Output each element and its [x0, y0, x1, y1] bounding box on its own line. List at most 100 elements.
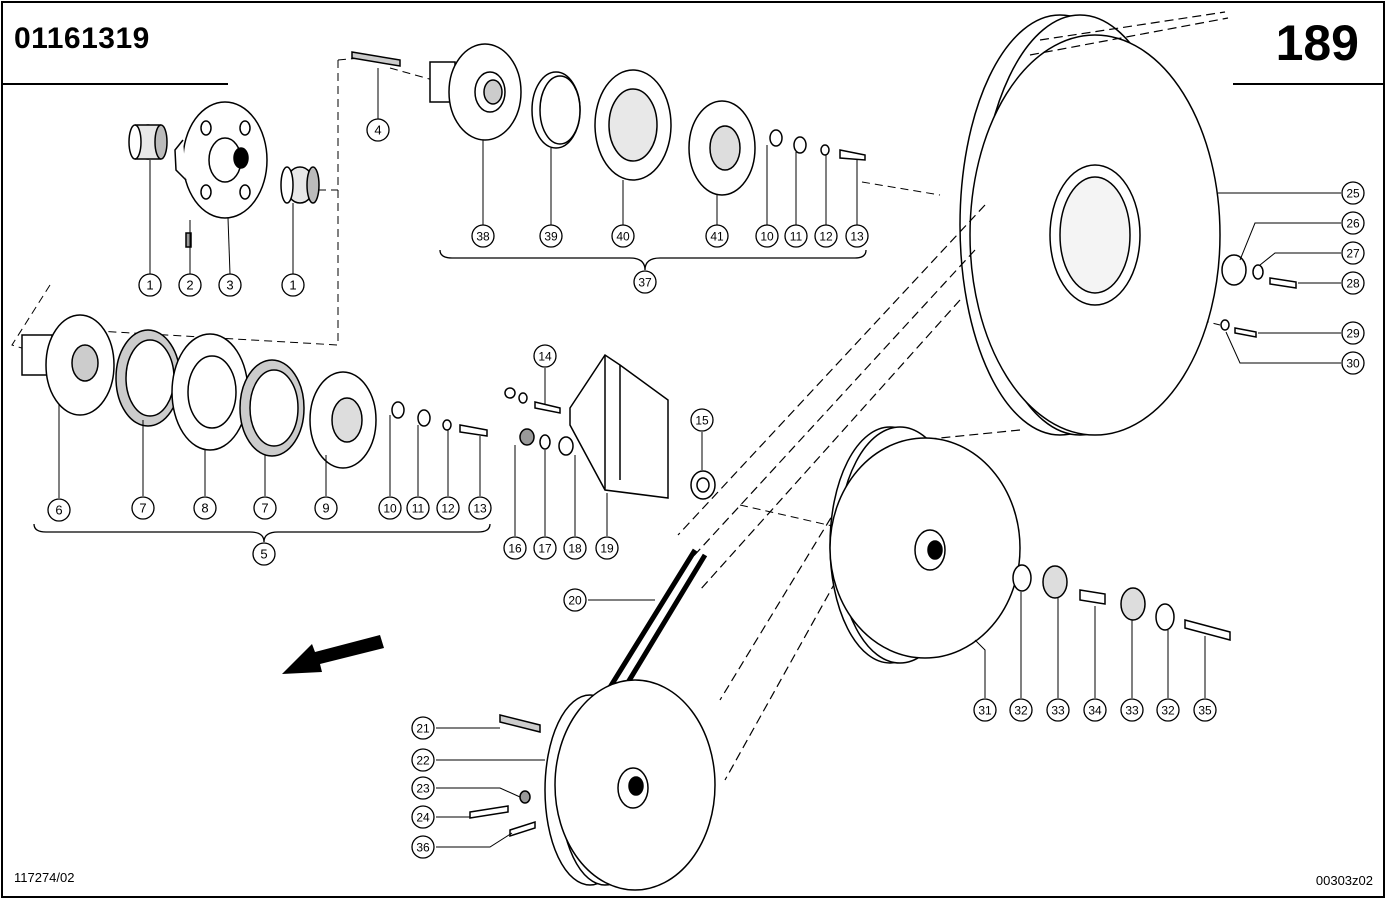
- callout-circle: [1083, 698, 1107, 722]
- mounting-bracket-group: [504, 353, 716, 500]
- leader-lines-group4: [514, 368, 703, 536]
- callout-circle: [690, 408, 714, 432]
- callout-35: 35: [1193, 698, 1217, 722]
- callout-31: 31: [973, 698, 997, 722]
- callout-9: 9: [314, 496, 338, 520]
- callout-circle: [378, 496, 402, 520]
- callout-32: 32: [1156, 698, 1180, 722]
- callout-30: 30: [1341, 351, 1365, 375]
- callout-circle: [471, 224, 495, 248]
- bracket-5: [33, 523, 491, 543]
- callout-circle: [281, 273, 305, 297]
- document-number: 01161319: [14, 22, 150, 55]
- callout-label: 36: [416, 841, 430, 855]
- drawing-reference-left: 117274/02: [14, 870, 75, 885]
- callout-label: 14: [538, 350, 552, 364]
- callout-33: 33: [1120, 698, 1144, 722]
- callout-circle: [563, 536, 587, 560]
- callout-32: 32: [1009, 698, 1033, 722]
- callout-circle: [1341, 211, 1365, 235]
- callout-circle: [1193, 698, 1217, 722]
- callout-circle: [1341, 181, 1365, 205]
- callout-label: 1: [146, 278, 153, 293]
- callout-label: 27: [1346, 247, 1360, 261]
- leader-lines-bottom-left: [436, 727, 545, 848]
- callout-label: 19: [600, 542, 614, 556]
- callout-28: 28: [1341, 271, 1365, 295]
- callout-14: 14: [533, 344, 557, 368]
- callout-38: 38: [471, 224, 495, 248]
- middle-pulley: [829, 426, 1231, 664]
- callout-circle: [138, 273, 162, 297]
- callout-circle: [533, 536, 557, 560]
- callout-circle: [1341, 351, 1365, 375]
- callout-circle: [1009, 698, 1033, 722]
- callout-circle: [1341, 321, 1365, 345]
- callout-circle: [253, 496, 277, 520]
- callout-circle: [411, 776, 435, 800]
- callout-label: 35: [1198, 704, 1212, 718]
- callout-13: 13: [468, 496, 492, 520]
- callout-circle: [705, 224, 729, 248]
- leader-lines-bottom-right: [974, 592, 1206, 698]
- callout-8: 8: [193, 496, 217, 520]
- callout-label: 10: [760, 230, 774, 244]
- callout-34: 34: [1083, 698, 1107, 722]
- callout-circle: [468, 496, 492, 520]
- callout-label: 11: [790, 230, 803, 244]
- callout-label: 9: [322, 501, 329, 516]
- callout-circle: [1046, 698, 1070, 722]
- callout-11: 11: [406, 496, 430, 520]
- callout-circle: [366, 118, 390, 142]
- callout-36: 36: [411, 835, 435, 859]
- callout-label: 25: [1346, 187, 1360, 201]
- callout-circle: [1120, 698, 1144, 722]
- callout-19: 19: [595, 536, 619, 560]
- callout-label: 41: [710, 230, 724, 244]
- callout-label: 29: [1346, 327, 1360, 341]
- callout-circle: [406, 496, 430, 520]
- callout-circle: [595, 536, 619, 560]
- leader-lines-right: [1218, 192, 1341, 364]
- callout-circle: [611, 224, 635, 248]
- callout-label: 13: [850, 230, 864, 244]
- callout-label: 39: [544, 230, 558, 244]
- callout-circle: [436, 496, 460, 520]
- callout-10: 10: [378, 496, 402, 520]
- callout-label: 17: [538, 542, 552, 556]
- callout-7: 7: [253, 496, 277, 520]
- callout-3: 3: [218, 273, 242, 297]
- callout-17: 17: [533, 536, 557, 560]
- callout-label: 33: [1125, 704, 1139, 718]
- callout-label: 30: [1346, 357, 1360, 371]
- callout-label: 24: [416, 811, 430, 825]
- callout-circle: [411, 835, 435, 859]
- callout-label: 12: [441, 502, 455, 516]
- callout-39: 39: [539, 224, 563, 248]
- callout-label: 38: [476, 230, 490, 244]
- callout-label: 3: [226, 278, 233, 293]
- callout-7: 7: [131, 496, 155, 520]
- callout-label: 33: [1051, 704, 1065, 718]
- friction-clutch-group: [21, 314, 488, 469]
- callout-25: 25: [1341, 181, 1365, 205]
- callout-label: 2: [186, 278, 193, 293]
- callout-37: 37: [633, 270, 657, 294]
- drawing-reference-right: 00303z02: [1315, 873, 1373, 888]
- callout-33: 33: [1046, 698, 1070, 722]
- flange-bushing-group: [128, 101, 320, 248]
- callout-label: 31: [978, 704, 992, 718]
- callout-circle: [314, 496, 338, 520]
- callout-circle: [755, 224, 779, 248]
- page-number: 189: [1275, 15, 1359, 71]
- callout-circle: [1341, 241, 1365, 265]
- callout-label: 28: [1346, 277, 1360, 291]
- callout-label: 10: [383, 502, 397, 516]
- callout-label: 12: [819, 230, 833, 244]
- callout-circle: [814, 224, 838, 248]
- callout-label: 20: [568, 594, 582, 608]
- callout-label: 5: [260, 547, 267, 562]
- callout-circle: [973, 698, 997, 722]
